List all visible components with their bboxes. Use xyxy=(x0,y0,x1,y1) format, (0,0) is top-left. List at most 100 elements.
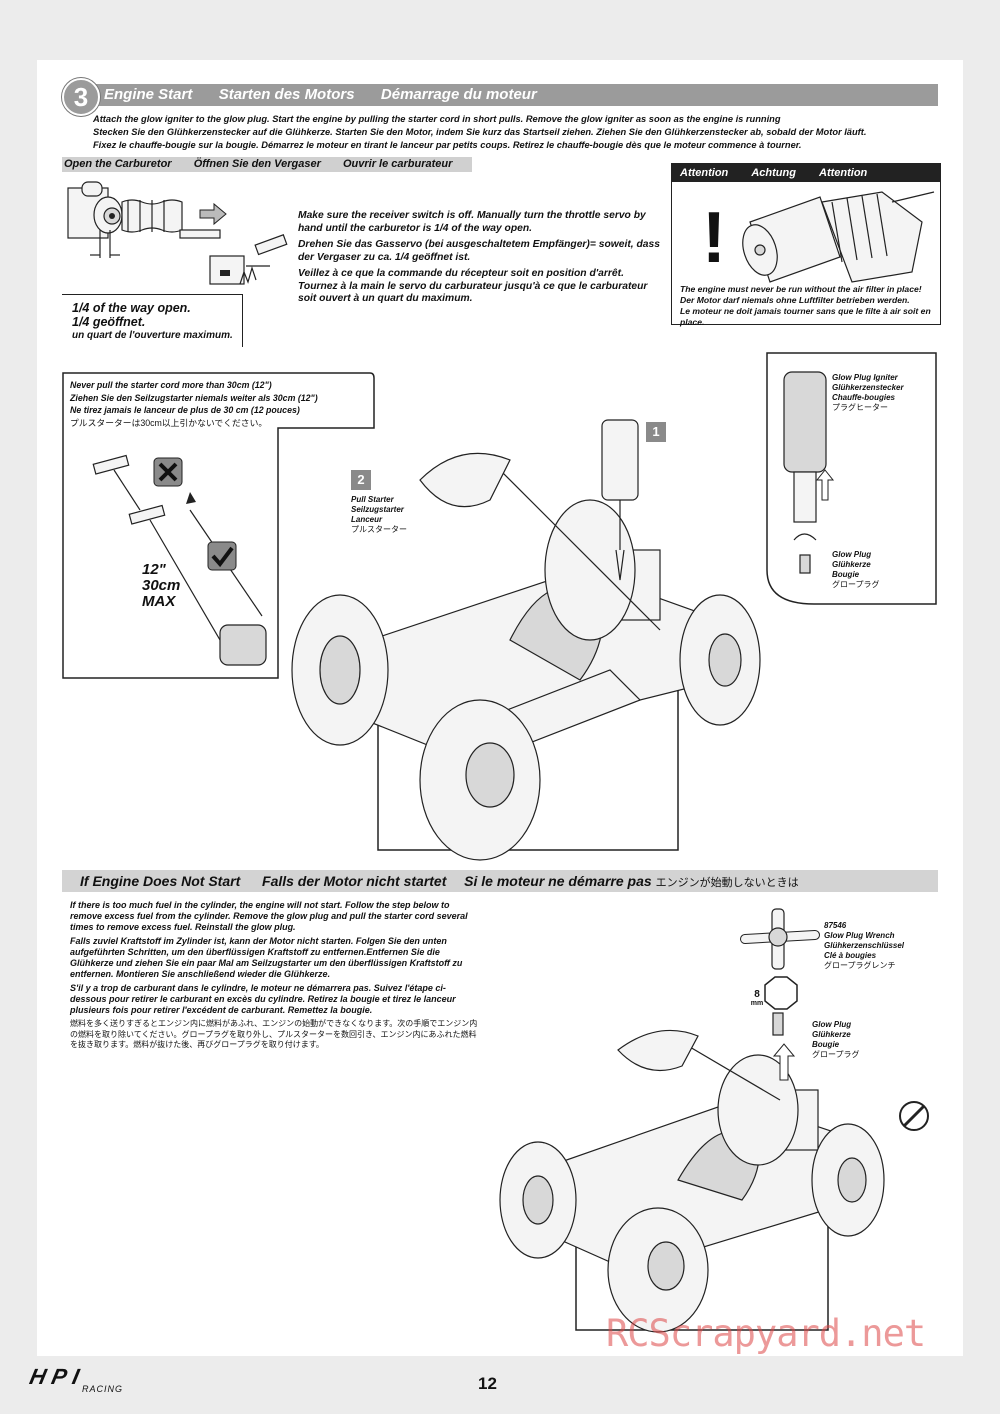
step-title-en: Engine Start xyxy=(104,86,193,103)
pull-starter-fr: Lanceur xyxy=(351,515,383,524)
not-start-p-de: Falls zuviel Kraftstoff im Zylinder ist,… xyxy=(70,936,463,979)
carb-header-en: Open the Carburetor xyxy=(64,158,172,170)
wrench-size-unit: mm xyxy=(750,1000,764,1007)
glow-plug-de-2: Glühkerze xyxy=(812,1030,851,1039)
wrench-fr: Clé à bougies xyxy=(824,951,877,960)
igniter-step-badge: 1 xyxy=(646,422,666,442)
glow-plug-fr-2: Bougie xyxy=(812,1040,840,1049)
attention-header: Attention Achtung Attention xyxy=(672,164,940,182)
step-title: Engine Start Starten des Motors Démarrag… xyxy=(104,86,537,103)
max-inches: 12" xyxy=(142,561,166,578)
step-number: 3 xyxy=(73,82,89,112)
open-fr: un quart de l'ouverture maximum. xyxy=(72,330,233,341)
starter-step-num: 2 xyxy=(357,472,365,487)
igniter-en: Glow Plug Igniter xyxy=(832,373,898,382)
pull-warn-de: Ziehen Sie den Seilzugstarter niemals we… xyxy=(70,392,318,403)
air-filter-illustration: ! xyxy=(702,191,935,283)
open-de: 1/4 geöffnet. xyxy=(72,315,146,329)
attention-msg-fr: Le moteur ne doit jamais tourner sans qu… xyxy=(680,306,931,327)
buggy-illustration-second xyxy=(499,1029,929,1333)
step-title-de: Starten des Motors xyxy=(218,86,355,103)
carburetor-instructions: Make sure the receiver switch is off. Ma… xyxy=(298,210,660,306)
watermark: RCScrapyard.net xyxy=(606,1312,926,1355)
pull-warning-frame xyxy=(62,372,375,679)
not-start-header: If Engine Does Not Start Falls der Motor… xyxy=(80,873,799,890)
hex-size-icon xyxy=(764,976,798,1010)
carb-header-de: Öffnen Sie den Vergaser xyxy=(193,158,321,170)
not-start-body: If there is too much fuel in the cylinde… xyxy=(70,900,482,1051)
not-start-en: If Engine Does Not Start xyxy=(80,873,241,889)
not-start-fr: Si le moteur ne démarre pas xyxy=(464,873,652,889)
step-number-badge: 3 xyxy=(62,78,100,116)
open-callout: 1/4 of the way open. 1/4 geöffnet. un qu… xyxy=(62,294,243,347)
igniter-callout xyxy=(766,352,937,605)
wrench-de: Glühkerzenschlüssel xyxy=(824,941,905,950)
intro-de: Stecken Sie den Glühkerzenstecker auf di… xyxy=(93,127,867,137)
pull-starter-en: Pull Starter xyxy=(351,495,394,504)
buggy-illustration-main xyxy=(291,419,761,861)
attention-en: Attention xyxy=(680,167,729,179)
carburetor-illustration xyxy=(67,181,288,285)
carburetor-header: Open the Carburetor Öffnen Sie den Verga… xyxy=(62,157,472,172)
step-header-bar xyxy=(70,84,938,106)
wrench-en: Glow Plug Wrench xyxy=(824,931,895,940)
glow-plug-fr-1: Bougie xyxy=(832,570,860,579)
glow-plug-de-1: Glühkerze xyxy=(832,560,871,569)
glow-plug-wrench-illustration xyxy=(740,908,820,1036)
attention-msg-en: The engine must never be run without the… xyxy=(680,284,922,294)
glow-plug-jp-1: グロープラグ xyxy=(832,580,880,589)
max-label: MAX xyxy=(142,593,176,610)
wrench-part: 87546 xyxy=(824,921,847,930)
not-start-p-fr: S'il y a trop de carburant dans le cylin… xyxy=(70,983,456,1015)
hpi-logo: HPI RACING xyxy=(27,1364,140,1396)
attention-fr: Attention xyxy=(819,167,868,179)
igniter-de: Glühkerzenstecker xyxy=(832,383,904,392)
igniter-jp: プラグヒーター xyxy=(832,403,888,412)
intro-en: Attach the glow igniter to the glow plug… xyxy=(93,114,781,124)
intro-fr: Fixez le chauffe-bougie sur la bougie. D… xyxy=(93,140,802,150)
page-number: 12 xyxy=(478,1374,497,1393)
pull-starter-jp: プルスターター xyxy=(351,525,407,534)
max-cm: 30cm xyxy=(142,577,181,594)
glow-plug-label-1: Glow Plug Glühkerze Bougie グロープラグ xyxy=(832,550,880,590)
igniter-fr: Chauffe-bougies xyxy=(832,393,895,402)
pull-starter-de: Seilzugstarter xyxy=(351,505,404,514)
not-start-p-en: If there is too much fuel in the cylinde… xyxy=(70,900,468,932)
pull-warning-text: Never pull the starter cord more than 30… xyxy=(70,379,370,429)
hpi-logo-sub: RACING xyxy=(82,1384,124,1394)
glow-plug-jp-2: グロープラグ xyxy=(812,1050,860,1059)
pull-warn-fr: Ne tirez jamais le lanceur de plus de 30… xyxy=(70,405,300,415)
attention-box: Attention Achtung Attention ! The engine… xyxy=(671,163,941,328)
not-start-de: Falls der Motor nicht startet xyxy=(262,873,447,889)
wrench-jp: グロープラグレンチ xyxy=(824,961,896,970)
step-intro: Attach the glow igniter to the glow plug… xyxy=(93,113,933,152)
wrench-size: 8 mm xyxy=(745,990,769,1008)
carb-text-de: Drehen Sie das Gasservo (bei ausgeschalt… xyxy=(298,239,660,263)
glow-plug-en-2: Glow Plug xyxy=(812,1020,852,1029)
exclamation-icon: ! xyxy=(702,198,726,278)
starter-step-badge: 2 xyxy=(351,470,371,490)
pull-handles-illustration xyxy=(92,454,267,666)
not-start-jp: エンジンが始動しないときは xyxy=(655,877,799,889)
wrench-size-value: 8 xyxy=(754,989,760,1000)
open-en: 1/4 of the way open. xyxy=(72,301,191,315)
wrench-label: 87546 Glow Plug Wrench Glühkerzenschlüss… xyxy=(824,921,904,971)
glow-plug-en-1: Glow Plug xyxy=(832,550,872,559)
attention-de: Achtung xyxy=(751,167,796,179)
pull-starter-label: Pull Starter Seilzugstarter Lanceur プルスタ… xyxy=(351,495,407,535)
pull-warn-en: Never pull the starter cord more than 30… xyxy=(70,380,272,390)
not-start-header-bar xyxy=(62,870,938,892)
attention-msg-de: Der Motor darf niemals ohne Luftfilter b… xyxy=(680,295,910,305)
glow-plug-label-2: Glow Plug Glühkerze Bougie グロープラグ xyxy=(812,1020,860,1060)
not-start-p-jp: 燃料を多く送りすぎるとエンジン内に燃料があふれ、エンジンの始動ができなくなります… xyxy=(70,1019,478,1049)
step-title-fr: Démarrage du moteur xyxy=(380,86,537,103)
carb-text-en: Make sure the receiver switch is off. Ma… xyxy=(298,210,646,234)
carb-header-fr: Ouvrir le carburateur xyxy=(342,158,453,170)
igniter-label: Glow Plug Igniter Glühkerzenstecker Chau… xyxy=(832,373,904,413)
carb-text-fr: Veillez à ce que la commande du récepteu… xyxy=(298,268,648,304)
attention-message: The engine must never be run without the… xyxy=(680,284,936,328)
check-mark-icon xyxy=(207,541,237,571)
pull-warn-jp: プルスターターは30cm以上引かないでください。 xyxy=(70,417,268,428)
pull-max-label: 12" 30cm MAX xyxy=(142,562,180,610)
igniter-step-num: 1 xyxy=(652,424,660,439)
